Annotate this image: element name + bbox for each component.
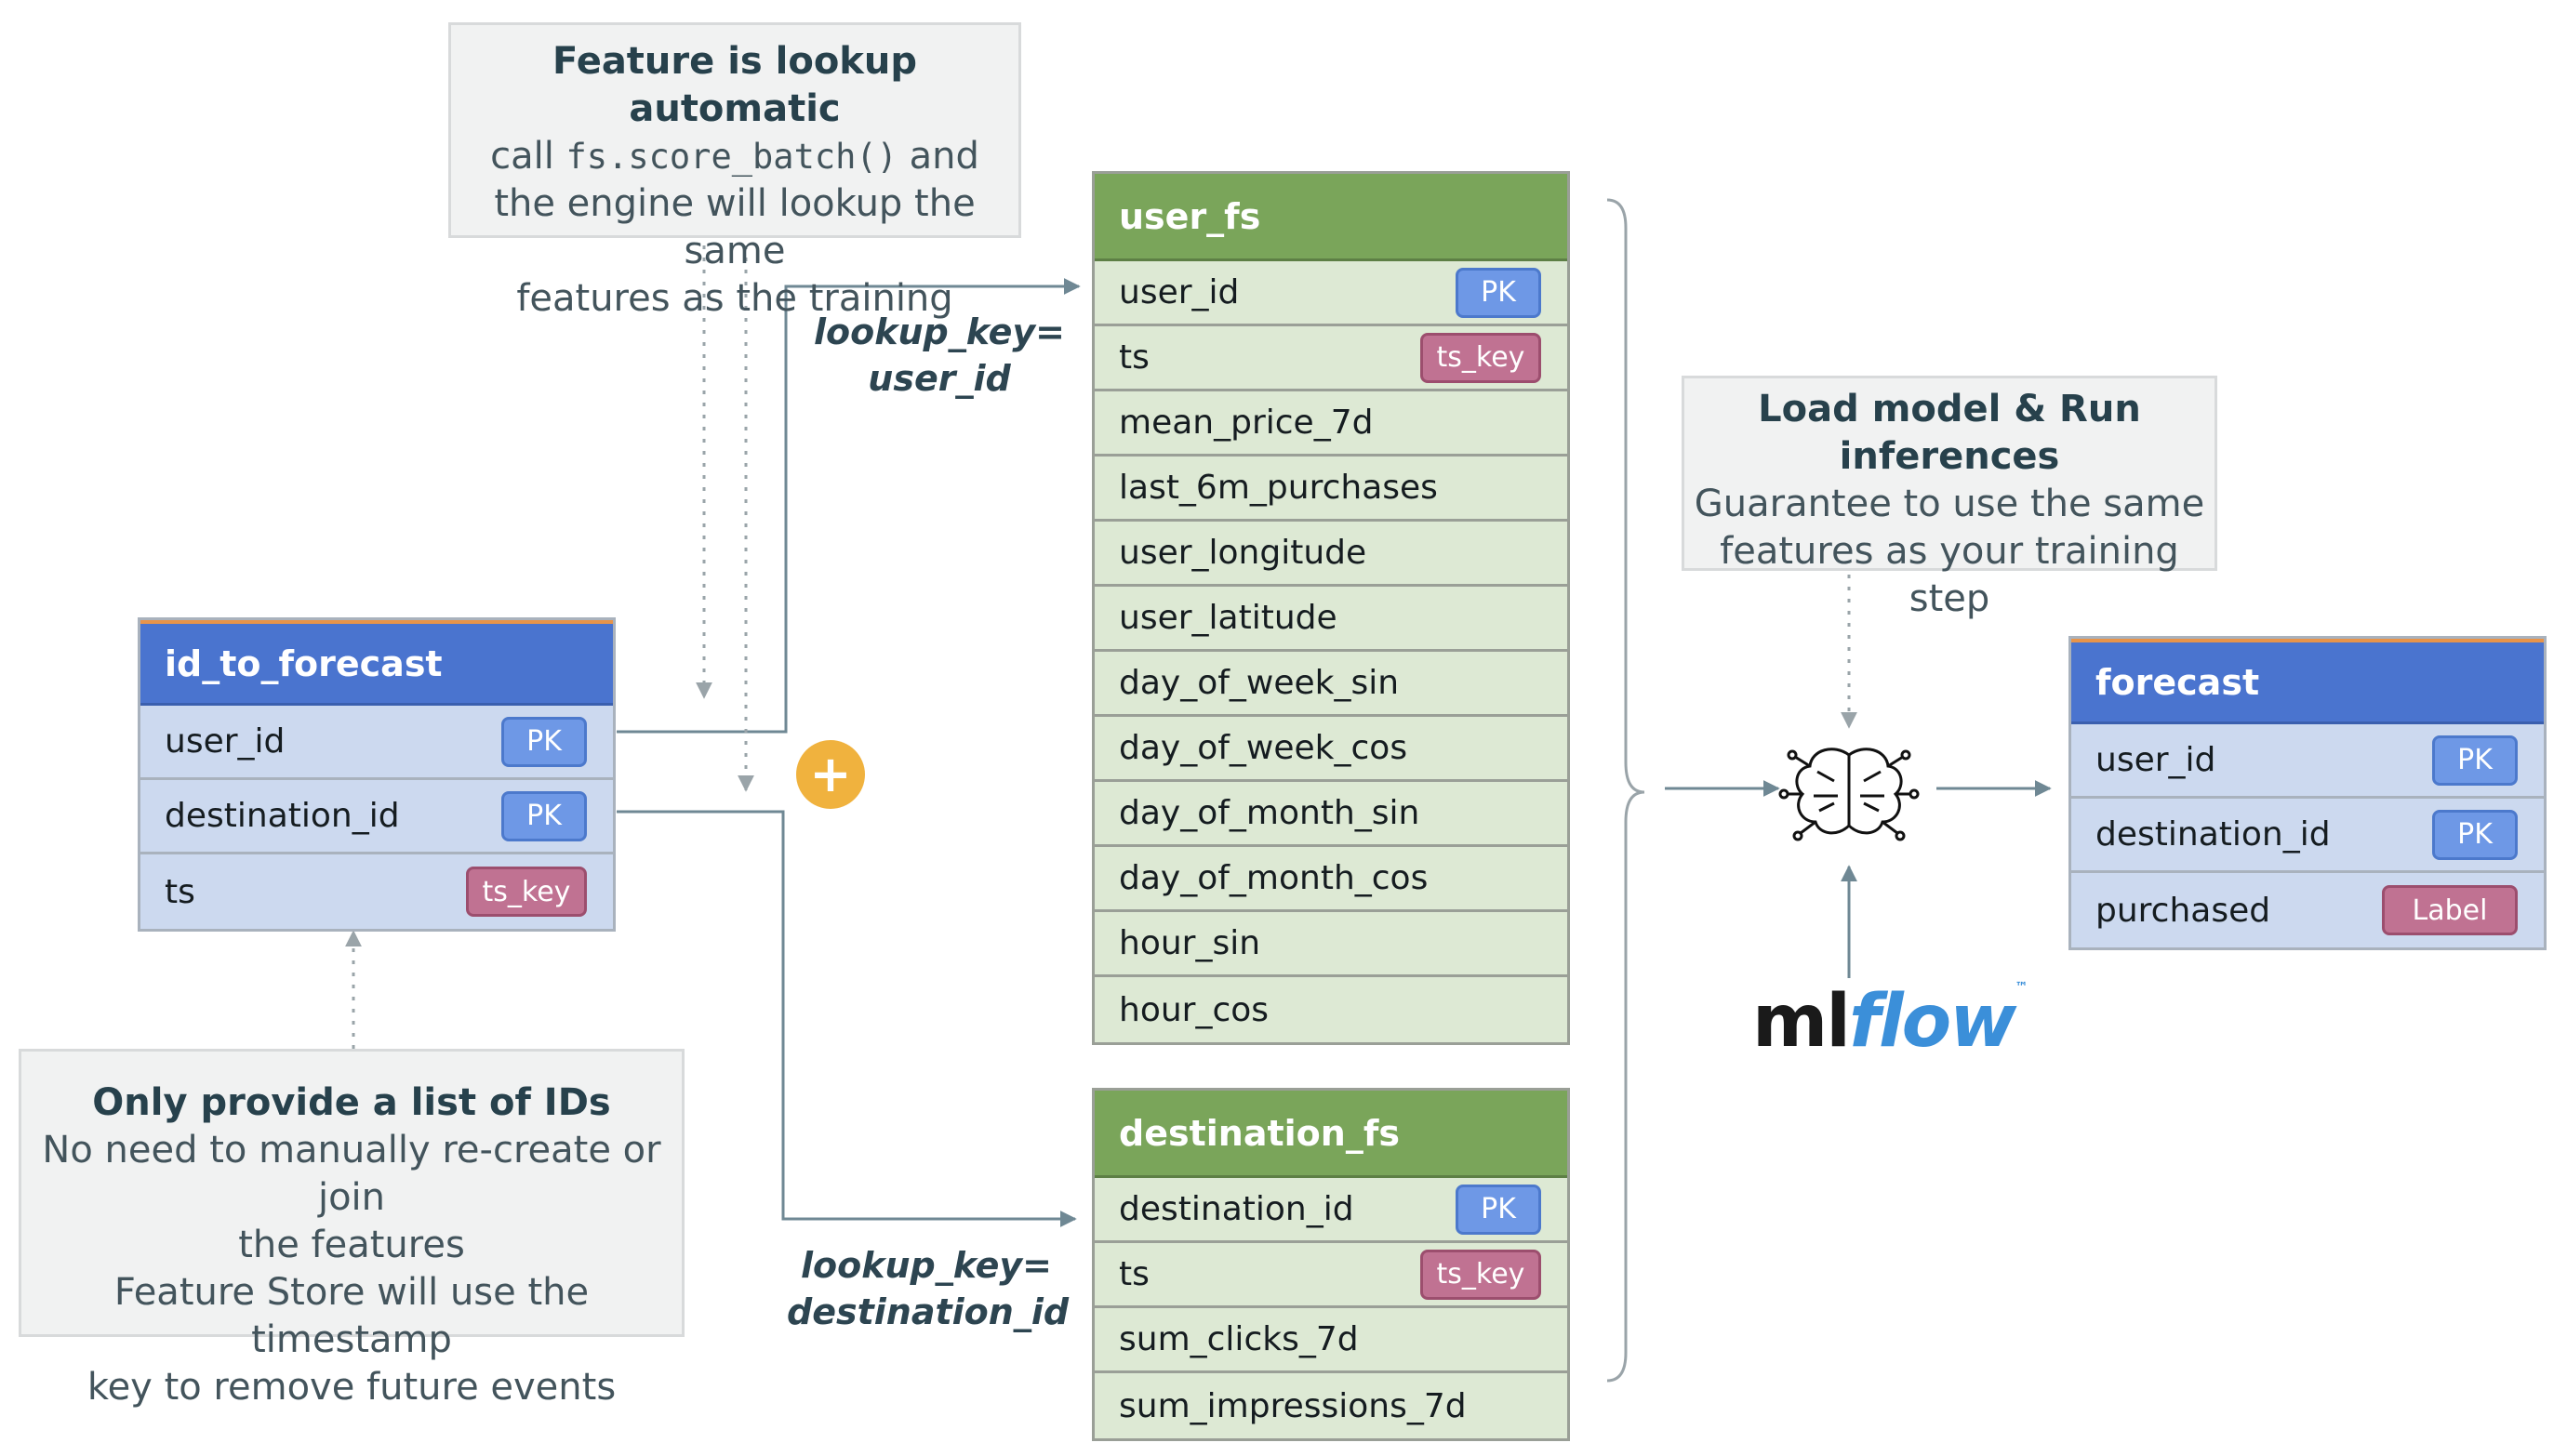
table-row: user_longitude xyxy=(1095,522,1567,587)
table-row: user_latitude xyxy=(1095,587,1567,652)
ids-only-note: Only provide a list of IDs No need to ma… xyxy=(19,1049,685,1409)
ids-only-title: Only provide a list of IDs xyxy=(92,1081,611,1124)
user-fs-header: user_fs xyxy=(1095,174,1567,261)
table-row: day_of_month_sin xyxy=(1095,782,1567,847)
ts-key-badge: ts_key xyxy=(466,867,587,917)
destination-lookup-connector xyxy=(617,810,1077,1227)
forecast-title: forecast xyxy=(2095,661,2260,703)
table-row: destination_id PK xyxy=(1095,1178,1567,1243)
pk-badge: PK xyxy=(2432,735,2518,786)
score-batch-code: fs.score_batch() xyxy=(565,137,898,177)
id-to-forecast-header: id_to_forecast xyxy=(140,620,613,706)
ids-only-line4: key to remove future events xyxy=(86,1366,617,1409)
field-name: hour_cos xyxy=(1119,990,1270,1029)
destination-fs-title: destination_fs xyxy=(1119,1112,1400,1154)
feature-tables-brace xyxy=(1606,198,1645,1383)
destination-fs-table: destination_fs destination_id PK ts ts_key… xyxy=(1092,1088,1570,1441)
field-name: sum_impressions_7d xyxy=(1119,1386,1467,1425)
id-to-forecast-title: id_to_forecast xyxy=(165,642,443,684)
table-row: sum_impressions_7d xyxy=(1095,1373,1567,1438)
table-row: hour_cos xyxy=(1095,977,1567,1042)
field-name: hour_sin xyxy=(1119,924,1261,962)
field-name: ts xyxy=(165,872,195,911)
field-name: ts xyxy=(1119,1255,1150,1293)
user-lookup-connector xyxy=(617,278,1081,734)
load-model-title-line1: Load model & Run xyxy=(1758,388,2141,430)
field-name: mean_price_7d xyxy=(1119,404,1374,442)
ids-only-line3: Feature Store will use the timestamp xyxy=(113,1271,590,1361)
field-name: user_longitude xyxy=(1119,534,1367,572)
field-name: user_id xyxy=(2095,741,2216,779)
table-row: destination_id PK xyxy=(2071,799,2544,873)
brain-circuit-icon xyxy=(1778,748,1920,841)
ids-only-line2: the features xyxy=(238,1224,465,1266)
table-row: last_6m_purchases xyxy=(1095,457,1567,522)
field-name: user_id xyxy=(1119,273,1240,311)
table-row: day_of_month_cos xyxy=(1095,847,1567,912)
lookup-automatic-line2: the engine will lookup the same xyxy=(494,182,976,272)
table-row: ts ts_key xyxy=(1095,1243,1567,1308)
field-name: last_6m_purchases xyxy=(1119,469,1438,507)
table-row: ts ts_key xyxy=(140,854,613,929)
destination-fs-header: destination_fs xyxy=(1095,1091,1567,1178)
field-name: day_of_week_sin xyxy=(1119,664,1400,702)
field-name: day_of_month_sin xyxy=(1119,794,1420,832)
table-row: day_of_week_sin xyxy=(1095,652,1567,717)
field-name: user_latitude xyxy=(1119,599,1337,637)
field-name: destination_id xyxy=(2095,815,2331,854)
table-row: user_id PK xyxy=(140,706,613,780)
mlflow-logo-tm: ™ xyxy=(2015,980,2028,995)
table-row: sum_clicks_7d xyxy=(1095,1308,1567,1373)
pk-badge: PK xyxy=(501,790,587,841)
plus-icon: + xyxy=(796,740,865,809)
lookup-automatic-line1: call fs.score_batch() and xyxy=(490,135,979,178)
pk-badge: PK xyxy=(1456,1184,1541,1235)
load-model-note: Load model & Run inferences Guarantee to… xyxy=(1682,376,2217,620)
ts-key-badge: ts_key xyxy=(1420,332,1541,383)
destination-lookup-line1: lookup_key= xyxy=(800,1245,1053,1286)
field-name: day_of_month_cos xyxy=(1119,859,1429,897)
table-row: destination_id PK xyxy=(140,780,613,854)
mlflow-logo-flow: flow xyxy=(1849,980,2016,1064)
load-model-line2: features as your training step xyxy=(1720,530,2179,620)
user-lookup-label: lookup_key= user_id xyxy=(800,309,1079,402)
table-row: purchased Label xyxy=(2071,873,2544,947)
table-row: ts ts_key xyxy=(1095,326,1567,391)
field-name: day_of_week_cos xyxy=(1119,729,1408,767)
mlflow-logo-ml: ml xyxy=(1752,980,1851,1064)
lookup-automatic-line3: features as the training xyxy=(516,277,953,320)
table-row: mean_price_7d xyxy=(1095,391,1567,457)
ts-key-badge: ts_key xyxy=(1420,1249,1541,1300)
load-model-line1: Guarantee to use the same xyxy=(1694,483,2205,525)
table-row: hour_sin xyxy=(1095,912,1567,977)
lookup-automatic-title: Feature is lookup automatic xyxy=(552,40,918,130)
user-fs-title: user_fs xyxy=(1119,195,1261,237)
field-name: destination_id xyxy=(1119,1190,1354,1228)
pk-badge: PK xyxy=(1456,267,1541,318)
field-name: purchased xyxy=(2095,891,2271,930)
field-name: sum_clicks_7d xyxy=(1119,1320,1359,1358)
field-name: user_id xyxy=(165,722,286,761)
destination-lookup-line2: destination_id xyxy=(787,1291,1070,1332)
user-lookup-line1: lookup_key= xyxy=(813,311,1066,352)
label-badge: Label xyxy=(2382,885,2518,935)
lookup-automatic-note: Feature is lookup automatic call fs.scor… xyxy=(448,22,1021,320)
pk-badge: PK xyxy=(2432,809,2518,860)
pk-badge: PK xyxy=(501,716,587,767)
user-lookup-line2: user_id xyxy=(868,358,1011,399)
load-model-title-line2: inferences xyxy=(1839,435,2060,478)
destination-lookup-label: lookup_key= destination_id xyxy=(787,1242,1070,1335)
ids-only-line1: No need to manually re-create or join xyxy=(42,1129,661,1219)
table-row: user_id PK xyxy=(1095,261,1567,326)
table-row: user_id PK xyxy=(2071,724,2544,799)
user-fs-table: user_fs user_id PK ts ts_key mean_price_7d… xyxy=(1092,171,1570,1045)
field-name: destination_id xyxy=(165,797,400,835)
forecast-header: forecast xyxy=(2071,639,2544,724)
mlflow-logo: mlflow™ xyxy=(1752,980,2028,1064)
field-name: ts xyxy=(1119,338,1150,377)
table-row: day_of_week_cos xyxy=(1095,717,1567,782)
